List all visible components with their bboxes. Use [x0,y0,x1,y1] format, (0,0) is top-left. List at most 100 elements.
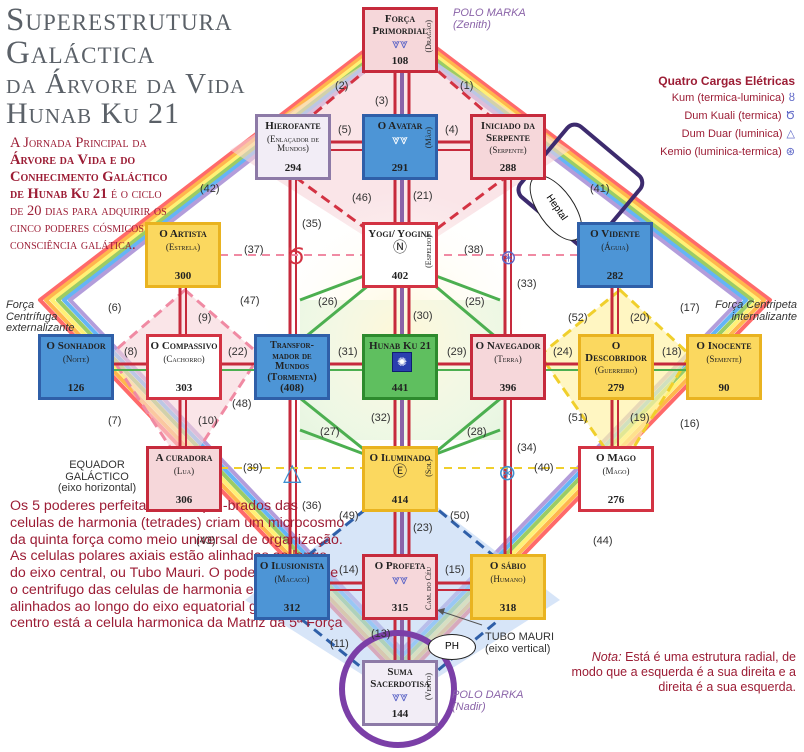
path-number: (20) [630,312,650,324]
svg-text:⊛: ⊛ [500,245,517,269]
title-line-3: da Árvore da Vida [6,68,246,100]
node-hierofante[interactable]: Hierofante (Enlaçador de Mundos) 294 [255,114,331,180]
path-number: (50) [450,510,470,522]
kum-icon: ȣ [788,92,795,104]
node-navegador[interactable]: O Navegador (Terra) 396 [470,334,546,400]
path-number: (7) [108,415,122,427]
path-number: (9) [198,312,212,324]
path-number: (41) [590,183,610,195]
title-block: Superestrutura Galáctica da Árvore da Vi… [6,4,246,129]
bottom-description: Os 5 poderes perfeitamente equili-brados… [10,498,345,632]
path-number: (3) [375,95,389,107]
node-transformador[interactable]: Transfor-mador de Mundos (Tormenta) (408… [254,334,330,400]
path-number: (21) [413,190,433,202]
node-suma-sacerdotisa[interactable]: Suma Sacerdotisa ⩔⩔ (Vento) 144 [362,660,438,726]
equador-label: EQUADOR GALÁCTICO(eixo horizontal) [57,459,137,495]
path-number: (24) [553,346,573,358]
node-ilusionista[interactable]: O Ilusionista (Macaco) 312 [254,554,330,620]
path-number: (27) [320,426,340,438]
legend: Quatro Cargas Elétricas Kum (termica-lum… [590,74,795,163]
kemio-icon: ⊛ [785,146,795,158]
path-number: (51) [568,412,588,424]
node-avatar[interactable]: O Avatar ⩔⩔ (Mão) 291 [362,114,438,180]
node-vidente[interactable]: O Vidente (Águia) 282 [577,222,653,288]
dum-kuali-icon: Ծ [785,110,796,122]
node-descobridor[interactable]: O Descobridor (Guerreiro) 279 [578,334,654,400]
charge-symbol-icon: ⩔⩔ [392,132,408,148]
path-number: (15) [445,564,465,576]
path-number: (8) [124,346,138,358]
charge-symbol-icon: ⩔⩔ [392,37,408,53]
suma-highlight-circle [339,630,457,748]
path-number: (35) [302,218,322,230]
intro-p3: Conhecimento Galáctico [10,168,168,185]
path-number: (37) [244,244,264,256]
node-compassivo[interactable]: O Compassivo (Cachorro) 303 [146,334,222,400]
polo-marka-label: POLO MARKA(Zenith) [453,7,526,31]
path-number: (49) [339,510,359,522]
path-number: (26) [318,296,338,308]
path-number: (14) [339,564,359,576]
path-number: (48) [232,398,252,410]
path-number: (13) [371,628,391,640]
path-number: (10) [198,415,218,427]
tubo-mauri-label: TUBO MAURI(eixo vertical) [485,631,555,655]
charge-symbol-icon: ⩔⩔ [392,690,408,706]
svg-text:Ծ: Ծ [286,245,305,270]
intro-p4: de Hunab Ku 21 [10,185,108,202]
intro-p5: é o ciclo de 20 dias para adquirir os ci… [10,185,167,253]
path-number: (1) [460,80,474,92]
hunab-ku-icon: ✺ [392,352,412,372]
path-number: (44) [593,535,613,547]
path-number: (5) [338,124,352,136]
forca-centrifuga-label: Força Centrífuga externalizante [6,299,75,335]
path-number: (22) [228,346,248,358]
dum-duar-icon: △ [786,128,795,140]
node-mago[interactable]: O Mago (Mago) 276 [578,446,654,512]
path-number: (32) [371,412,391,424]
svg-text:△: △ [283,458,302,486]
path-number: (4) [445,124,459,136]
path-number: (52) [568,312,588,324]
path-number: (16) [680,418,700,430]
node-profeta[interactable]: O Profeta ⩔⩔ Cam. do Céu 315 [362,554,438,620]
node-sabio[interactable]: O sábio (Humano) 318 [470,554,546,620]
node-iniciado-da-serpente[interactable]: Iniciado da Serpente (Serpente) 288 [470,114,546,180]
path-number: (18) [662,346,682,358]
ph-bubble: PH [428,634,476,660]
node-artista[interactable]: O Artista (Estrela) 300 [145,222,221,288]
charge-symbol-icon: Ⓝ [393,240,407,256]
path-number: (2) [335,80,349,92]
radial-note: Nota: Está é uma estrutura radial, de mo… [560,650,796,695]
path-number: (38) [464,244,484,256]
path-number: (25) [465,296,485,308]
intro-p1: A Jornada Principal da [10,135,147,151]
intro-text: A Jornada Principal da Árvore da Vida e … [10,135,170,254]
path-number: (11) [330,638,349,650]
charge-symbol-icon: Ⓔ [393,464,407,480]
charge-symbol-icon: ⩔⩔ [392,572,408,588]
node-sonhador[interactable]: O Sonhador (Noite) 126 [38,334,114,400]
node-curadora[interactable]: A curadora (Lua) 306 [146,446,222,512]
node-iluminado[interactable]: O Iluminado Ⓔ (Sol) 414 [362,446,438,512]
node-inocente[interactable]: O Inocente (Semente) 90 [686,334,762,400]
note-label: Nota: [591,650,622,664]
note-text: Está é uma estrutura radial, de modo que… [571,650,796,694]
path-number: (19) [630,412,650,424]
legend-heading: Quatro Cargas Elétricas [658,74,795,88]
path-number: (46) [352,192,372,204]
path-number: (39) [243,462,263,474]
title-line-2: Galáctica [6,35,156,71]
path-number: (17) [680,302,700,314]
title-line-4: Hunab Ku 21 [6,97,180,130]
path-number: (34) [517,442,537,454]
node-forca-primordial[interactable]: Força Primordial ⩔⩔ (Dragão) 108 [362,7,438,73]
forca-centripeta-label: Força Centripeta internalizante [715,299,797,323]
title-line-1: Superestrutura [6,2,233,38]
path-number: (29) [447,346,467,358]
node-yogi-yogine[interactable]: Yogi/ Yogine Ⓝ (Espelho) 402 [362,222,438,288]
polo-darka-label: POLO DARKA(Nadir) [452,689,524,713]
path-number: (36) [302,500,322,512]
path-number: (31) [338,346,358,358]
legend-item-kemio: Kemio (luminica-termica)⊛ [660,146,795,158]
